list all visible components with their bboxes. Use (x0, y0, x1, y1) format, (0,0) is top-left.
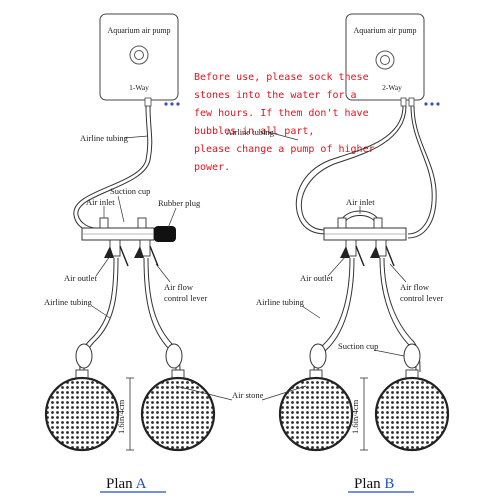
right-suction-cups (309, 343, 421, 369)
notice-text: Before use, please sock these stones int… (194, 72, 375, 173)
label-rubber-plug: Rubber plug (158, 198, 201, 208)
label-airline-tubing-right: Airline tubing (226, 127, 275, 137)
label-airline-tubing-top: Airline tubing (80, 133, 129, 143)
svg-text:Plan A: Plan A (106, 476, 147, 492)
left-pump-dots (164, 102, 180, 106)
size-marker-right (360, 377, 368, 451)
left-air-stone-2 (140, 369, 216, 452)
right-manifold (323, 217, 407, 267)
right-air-stone-2 (374, 369, 450, 452)
right-pump-button (375, 50, 395, 70)
left-pump-button (129, 45, 149, 65)
label-air-stone: Air stone (232, 390, 264, 400)
plan-b-letter: B (384, 476, 394, 492)
label-air-flow-right-2: control lever (400, 293, 443, 303)
plan-a-letter: A (136, 476, 147, 492)
label-size-right: 1.6in/4cm (350, 399, 360, 434)
right-pump-title: Aquarium air pump (353, 26, 416, 35)
notice-line-2: stones into the water for a (194, 90, 357, 101)
label-suction-cup-left: Suction cup (110, 186, 150, 196)
right-pump: Aquarium air pump 2-Way (345, 13, 440, 107)
label-air-flow-left-1: Air flow (164, 282, 194, 292)
label-air-outlet: Air outlet (64, 273, 97, 283)
notice-line-1: Before use, please sock these (194, 72, 369, 83)
label-size-left: 1.6in/4cm (116, 399, 126, 434)
notice-line-5: please change a pump of higher (194, 144, 375, 155)
svg-text:Plan B: Plan B (354, 476, 394, 492)
plan-a-title: Plan A (100, 476, 166, 493)
left-pump: Aquarium air pump 1-Way (99, 13, 180, 107)
right-air-stone-1 (278, 369, 354, 452)
labels: Airline tubing Suction cup Air inlet Rub… (44, 127, 443, 434)
notice-line-3: few hours. If them don't have (194, 108, 369, 119)
size-marker-left (126, 377, 134, 451)
leader-lines (91, 131, 407, 401)
right-pump-dots (424, 102, 440, 106)
label-air-flow-left-2: control lever (164, 293, 207, 303)
left-manifold (81, 217, 176, 267)
label-air-inlet-left: Air inlet (86, 197, 115, 207)
left-suction-cups (75, 343, 183, 369)
left-pump-title: Aquarium air pump (107, 26, 170, 35)
right-pump-model: 2-Way (382, 83, 402, 92)
notice-line-4: bubbles in all part, (194, 126, 314, 137)
label-air-flow-right-1: Air flow (400, 282, 430, 292)
plan-b-title: Plan B (348, 476, 414, 493)
label-airline-tubing-left-bottom: Airline tubing (44, 297, 93, 307)
plan-b-prefix: Plan (354, 476, 384, 492)
label-air-outlet-right: Air outlet (300, 273, 333, 283)
rubber-plug-shape (154, 226, 176, 242)
label-air-inlet-right: Air inlet (346, 197, 375, 207)
plan-a-prefix: Plan (106, 476, 136, 492)
label-suction-cup-right: Suction cup (338, 341, 378, 351)
left-air-stone-1 (44, 369, 120, 452)
notice-line-6: power. (194, 162, 230, 173)
label-airline-tubing-right-bottom: Airline tubing (256, 297, 305, 307)
left-pump-model: 1-Way (129, 83, 149, 92)
